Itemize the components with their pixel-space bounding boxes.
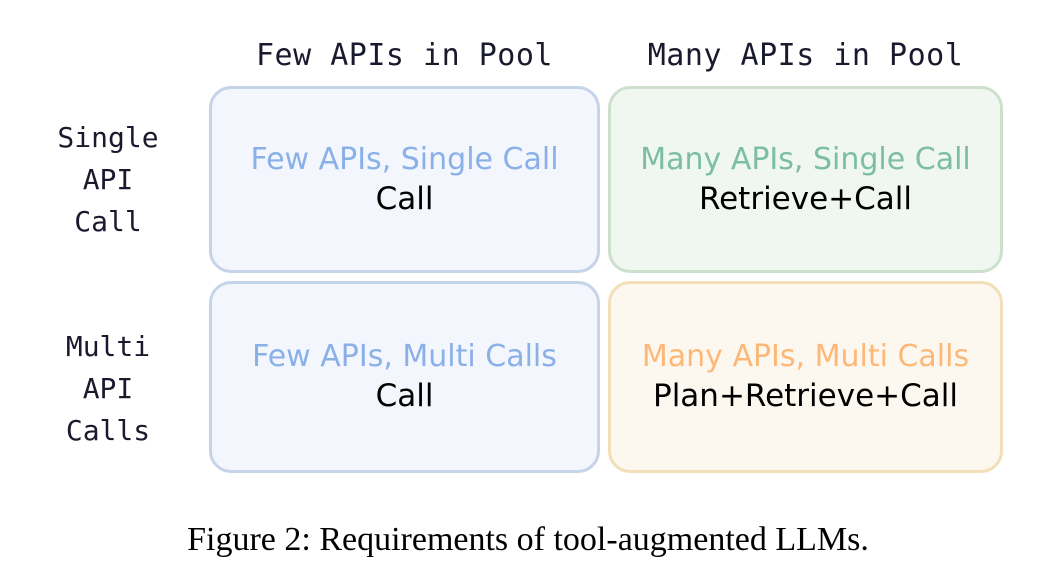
column-header-many-apis: Many APIs in Pool <box>647 38 964 73</box>
row-header-single-api-call: Single API Call <box>18 117 198 243</box>
quadrant-cell-many-apis-single-call: Many APIs, Single Call Retrieve+Call <box>608 86 1003 273</box>
quadrant-cell-few-apis-multi-calls: Few APIs, Multi Calls Call <box>209 281 600 473</box>
cell-subtitle: Call <box>375 378 434 414</box>
row-header-multi-api-calls: Multi API Calls <box>18 326 198 452</box>
row-header-line: Single <box>57 121 159 154</box>
row-header-line: Call <box>74 205 142 238</box>
figure-caption: Figure 2: Requirements of tool-augmented… <box>187 521 869 558</box>
cell-subtitle: Call <box>375 180 434 217</box>
cell-title: Few APIs, Multi Calls <box>252 339 557 374</box>
quadrant-cell-few-apis-single-call: Few APIs, Single Call Call <box>209 86 600 273</box>
cell-subtitle: Plan+Retrieve+Call <box>653 378 958 414</box>
row-header-line: API <box>82 163 134 196</box>
row-header-line: Multi <box>65 330 151 363</box>
row-header-line: Calls <box>65 414 151 447</box>
row-header-line: API <box>82 372 134 405</box>
quadrant-cell-many-apis-multi-calls: Many APIs, Multi Calls Plan+Retrieve+Cal… <box>608 281 1003 473</box>
column-header-few-apis: Few APIs in Pool <box>256 38 553 73</box>
cell-title: Few APIs, Single Call <box>250 141 559 177</box>
cell-title: Many APIs, Multi Calls <box>641 339 970 374</box>
cell-title: Many APIs, Single Call <box>640 141 971 177</box>
cell-subtitle: Retrieve+Call <box>698 180 913 217</box>
